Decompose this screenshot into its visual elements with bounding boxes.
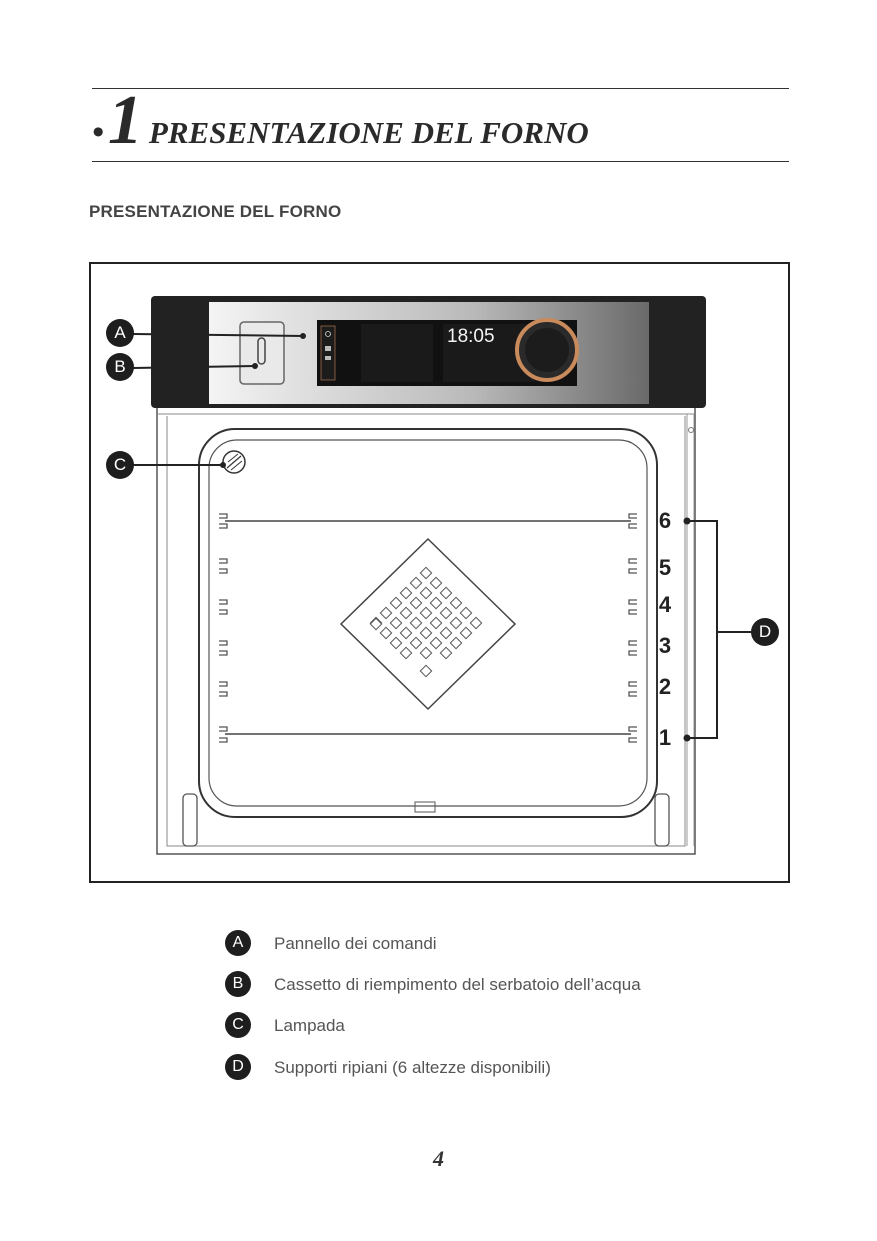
rail-supports	[219, 513, 637, 743]
water-drawer-handle	[257, 337, 266, 365]
legend-text-d: Supporti ripiani (6 altezze disponibili)	[274, 1058, 551, 1077]
shelf-level-1: 1	[658, 725, 672, 750]
hinge-left	[182, 793, 198, 847]
display-time: 18:05	[447, 326, 495, 347]
header-rule-top	[92, 88, 789, 89]
leader-b	[132, 365, 256, 369]
shelf-level-4: 4	[658, 592, 672, 617]
legend-text-c: Lampada	[274, 1016, 345, 1035]
oven-illustration: 18:05	[132, 296, 753, 855]
legend-badge-a: A	[225, 930, 251, 956]
page-number: 4	[433, 1146, 444, 1171]
display-left-screen	[361, 324, 433, 382]
leader-a	[132, 333, 304, 337]
chapter-title: PRESENTAZIONE DEL FORNO	[148, 115, 589, 150]
legend-badge-c: C	[225, 1012, 251, 1038]
chapter-bullet: •	[92, 114, 104, 151]
fan-vents	[369, 566, 483, 678]
legend-badge-b: B	[225, 971, 251, 997]
rear-fan-cover	[339, 537, 517, 711]
header-rule-bottom	[92, 161, 789, 162]
chapter-number: 1	[107, 82, 143, 159]
callout-a: A	[106, 319, 134, 347]
door-latch	[414, 801, 436, 813]
callout-b: B	[106, 353, 134, 381]
oven-cavity-inner	[208, 439, 648, 807]
water-drawer	[239, 321, 285, 385]
legend-badge-d: D	[225, 1054, 251, 1080]
shelf-level-5: 5	[658, 555, 672, 580]
hinge-right	[654, 793, 670, 847]
shelf-level-3: 3	[658, 633, 672, 658]
display-icon-strip	[320, 325, 336, 381]
shelf-level-2: 2	[658, 674, 672, 699]
legend-text-b: Cassetto di riempimento del serbatoio de…	[274, 975, 641, 994]
oven-figure: 18:05	[89, 262, 790, 883]
section-heading: PRESENTAZIONE DEL FORNO	[89, 202, 342, 221]
legend-text-a: Pannello dei comandi	[274, 934, 437, 953]
chapter-heading: • 1 PRESENTAZIONE DEL FORNO	[92, 86, 589, 162]
control-knob	[525, 328, 569, 372]
bracket-d	[687, 520, 718, 739]
shelf-level-6: 6	[658, 508, 672, 533]
callout-c: C	[106, 451, 134, 479]
callout-d: D	[751, 618, 779, 646]
oven-body-outline	[156, 408, 696, 855]
